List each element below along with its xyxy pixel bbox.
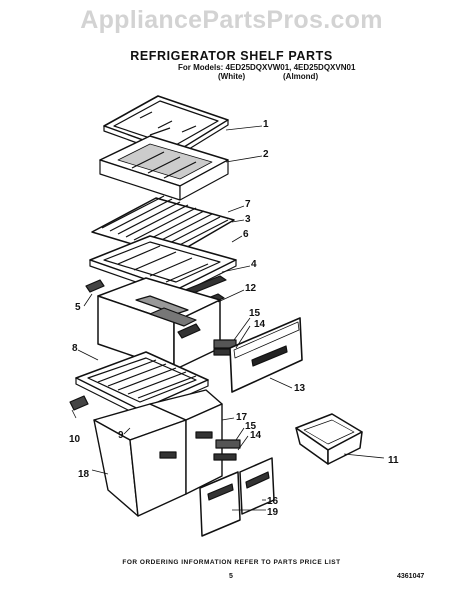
callout-11: 11 xyxy=(388,455,399,466)
part-12-crisper-drawer xyxy=(97,277,221,371)
page-number: 5 xyxy=(229,573,233,580)
part-15-clip-lower xyxy=(213,439,241,461)
part-5-clip xyxy=(85,279,105,293)
callout-2: 2 xyxy=(263,149,269,160)
callout-3: 3 xyxy=(245,214,251,225)
callout-14-lower: 14 xyxy=(250,430,262,441)
callout-19: 19 xyxy=(267,507,279,518)
part-11-door-bin xyxy=(295,413,363,465)
callout-1: 1 xyxy=(263,119,269,130)
part-17-lower-bin-right xyxy=(149,389,223,495)
callout-9: 9 xyxy=(118,430,124,441)
part-10-clip xyxy=(69,395,89,411)
callout-5: 5 xyxy=(75,302,81,313)
part-7-wire-shelf xyxy=(91,195,235,257)
callout-4: 4 xyxy=(251,259,257,270)
part-2-tray xyxy=(99,135,229,201)
callout-16: 16 xyxy=(267,496,279,507)
part-13-drawer-front xyxy=(229,317,303,393)
callout-6: 6 xyxy=(243,229,249,240)
callout-7: 7 xyxy=(245,199,251,210)
callout-15-lower: 15 xyxy=(245,421,257,432)
document-number: 4361047 xyxy=(397,573,425,580)
watermark: AppliancePartsPros.com xyxy=(80,6,383,34)
part-19-drawer-front xyxy=(199,471,241,537)
part-18-lower-bin-left xyxy=(93,403,187,517)
color-label-white: (White) xyxy=(218,72,246,81)
page-title: REFRIGERATOR SHELF PARTS xyxy=(130,49,333,63)
callout-10: 10 xyxy=(69,434,81,445)
callout-8: 8 xyxy=(72,343,78,354)
callout-12: 12 xyxy=(245,283,257,294)
callout-15-upper: 15 xyxy=(249,308,261,319)
callout-18: 18 xyxy=(78,469,90,480)
models-line: For Models: 4ED25DQXVW01, 4ED25DQXVN01 xyxy=(178,63,356,72)
leader-lines xyxy=(71,125,385,511)
callout-14-upper: 14 xyxy=(254,319,266,330)
ordering-note: FOR ORDERING INFORMATION REFER TO PARTS … xyxy=(122,559,341,566)
color-label-almond: (Almond) xyxy=(283,72,319,81)
callout-17: 17 xyxy=(236,412,248,423)
callout-13: 13 xyxy=(294,383,306,394)
